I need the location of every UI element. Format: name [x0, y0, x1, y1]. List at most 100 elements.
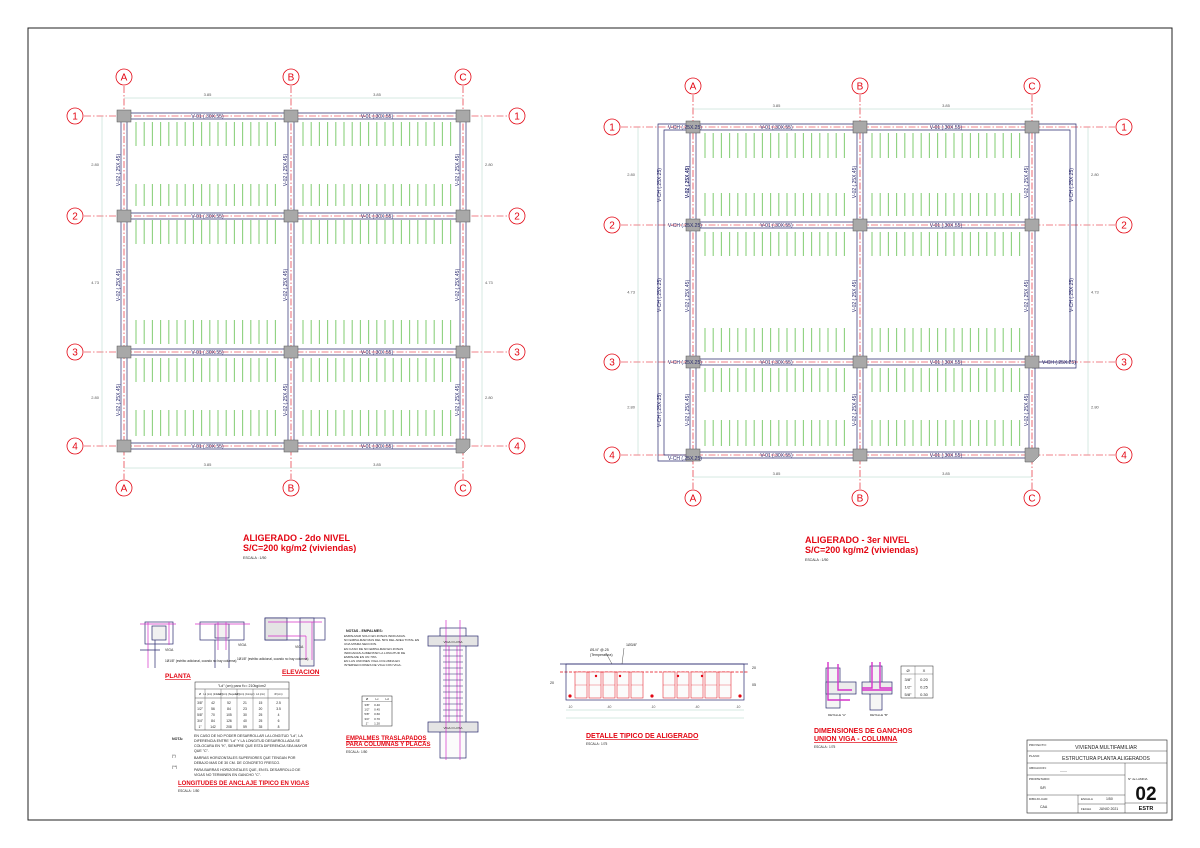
stirrup-note: 1Ø1/8" (estribo adicional, cuando no hay… — [237, 657, 308, 661]
table-cell: 1/2" — [905, 685, 913, 690]
beam-label: V-CH (.25X.25) — [668, 223, 702, 229]
slab-section — [560, 663, 748, 701]
table-header: Ø — [199, 692, 201, 696]
axis-bubble-label: 2 — [514, 212, 520, 223]
axis-bubble — [115, 479, 133, 497]
axis-bubble-label: 1 — [72, 112, 78, 123]
table-cell: 70 — [211, 713, 215, 717]
axis-bubble-label: 3 — [72, 348, 78, 359]
table-cell: 1/2" — [364, 708, 369, 712]
dim-label: 2.80 — [91, 395, 100, 400]
column — [685, 120, 701, 134]
table-cell: 3/8" — [197, 701, 204, 705]
beam-label: V-02 (.25X.45) — [1024, 166, 1030, 199]
beam-label: V-02 (.25X.45) — [283, 154, 289, 187]
beam-label: V-CH (.25X.25) — [1069, 168, 1075, 202]
hook-detail-a — [825, 662, 857, 709]
viga-label: VIGA — [238, 643, 247, 647]
dim-label: 3.85 — [373, 92, 382, 97]
axis-bubble-label: C — [459, 484, 466, 495]
column — [1024, 120, 1040, 134]
table-cell: 40 — [243, 719, 247, 723]
tb-code: ESTR — [1139, 806, 1154, 812]
axis-bubble — [454, 68, 472, 86]
height-label-left: 20 — [550, 681, 554, 685]
axis-bubble — [684, 77, 702, 95]
table-cell: 15 — [259, 701, 263, 705]
axis-bubble — [66, 343, 84, 361]
dim-label: 3.85 — [373, 462, 382, 467]
elevacion-label: ELEVACION — [282, 669, 320, 676]
table-cell: 59 — [243, 725, 247, 729]
beam-label: V-02 (.25X.45) — [852, 166, 858, 199]
plan-scale: ESCALA : 1/50 — [243, 556, 266, 560]
table-cell: 52 — [227, 701, 231, 705]
axis-bubble — [684, 489, 702, 507]
tb-escala-label: ESCALA — [1081, 797, 1093, 801]
plan-subtitle: S/C=200 kg/m2 (viviendas) — [243, 543, 356, 553]
axis-bubble — [66, 437, 84, 455]
beam-label: V-01 (.30X.55) — [760, 125, 793, 131]
splice-notes-box: EMPALMAR SOLO EN ZONAS INDICADAS. NO EMP… — [344, 634, 420, 667]
axis-bubble-label: A — [690, 494, 697, 505]
column — [1024, 218, 1040, 232]
beam-label: V-02 (.25X.45) — [852, 280, 858, 313]
table-cell: 126 — [226, 719, 232, 723]
beam-label: V-02 (.25X.45) — [283, 269, 289, 302]
column — [852, 448, 868, 462]
table-cell: 1" — [366, 721, 369, 725]
splice-note-b: NO EMPALMAR MAS DEL 50% DEL AREA TOTAL E… — [344, 638, 420, 647]
beam-label: V-01 (.30X.55) — [930, 453, 963, 459]
axis-bubble — [603, 446, 621, 464]
dim-label: 4.73 — [1091, 290, 1100, 295]
tb-plano-label: PLANO: — [1029, 754, 1040, 758]
splice-notes-title: NOTAS - EMPALMES: — [346, 629, 383, 633]
axis-bubble-label: 3 — [609, 358, 615, 369]
dim-label: 4.73 — [91, 280, 100, 285]
column — [852, 355, 868, 369]
beam-label: V-01 (.30X.55) — [361, 214, 394, 220]
column — [685, 448, 701, 462]
table-header: Ø — [366, 697, 369, 701]
column — [455, 438, 471, 454]
tb-lamina: 02 — [1135, 784, 1156, 805]
dim-label: 2.80 — [627, 172, 636, 177]
dim-label: 2.80 — [627, 405, 636, 410]
table-cell: 42 — [211, 701, 215, 705]
dim-label: 3.85 — [204, 92, 213, 97]
table-cell: 56 — [211, 707, 215, 711]
column — [455, 209, 471, 223]
table-cell: 1.20 — [374, 721, 380, 725]
table-cell: 8 — [278, 725, 280, 729]
beam-label: V-02 (.25X.45) — [455, 154, 461, 187]
nota-star1: (*) — [172, 754, 176, 758]
table-header: L1 (cm) (Inferior) — [203, 692, 222, 696]
dim-label: 3.85 — [942, 471, 951, 476]
beam-label: V-02 (.25X.45) — [116, 384, 122, 417]
beam-label: V-CH (.25X.25) — [657, 168, 663, 202]
axis-bubble-label: B — [857, 494, 864, 505]
beam-label: V-CH (.25X.25) — [1069, 278, 1075, 312]
beam-label: V-02 (.25X.45) — [455, 384, 461, 417]
anchorage-details: VIGA VIGA VIGA 1Ø1/8" (estribo adicional… — [140, 617, 326, 793]
axis-bubble — [603, 118, 621, 136]
axis-bubble — [282, 68, 300, 86]
axis-bubble — [1115, 118, 1133, 136]
axis-bubble-label: 4 — [514, 442, 520, 453]
hook-detail-b — [861, 662, 893, 711]
tb-plano: ESTRUCTURA PLANTA ALIGERADOS — [1062, 756, 1150, 762]
table-cell: 208 — [226, 725, 232, 729]
cantilever-edge — [1032, 123, 1077, 369]
axis-bubble-label: 3 — [514, 348, 520, 359]
beam-labels: V-01 (.30X.55)V-01 (.30X.55)V-01 (.30X.5… — [116, 114, 461, 450]
sheet-border — [27, 27, 1173, 821]
axis-bubble-label: 3 — [1121, 358, 1127, 369]
beam-label: V-02 (.25X.45) — [685, 166, 691, 199]
